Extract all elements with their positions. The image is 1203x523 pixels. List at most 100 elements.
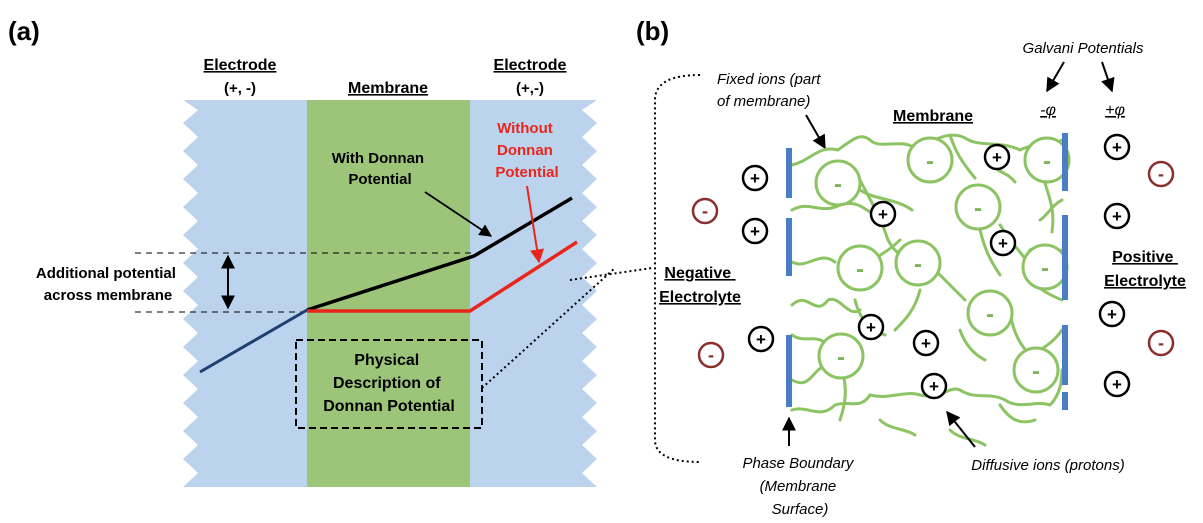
boundary-segment-left (786, 395, 792, 407)
proton-signs: + + + + + + + + + + + + + (750, 138, 1122, 396)
plus-icon: + (998, 234, 1008, 253)
fixed-anion (814, 159, 862, 207)
fixed-anion (894, 239, 942, 287)
additional-potential-label: Additional potential across membrane (36, 265, 180, 304)
panel-a: (a) Electrode (+, -) Membrane Electrode … (8, 16, 653, 487)
proton (983, 143, 1011, 171)
left-electrode-region (183, 100, 307, 487)
without-donnan-line (307, 240, 578, 313)
negative-electrolyte-label: Negative Electrolyte (659, 265, 741, 306)
minus-icon: - (1032, 358, 1040, 385)
fixed-anion (836, 244, 884, 292)
plus-icon: + (921, 334, 931, 353)
fixed-anion (1012, 346, 1060, 394)
minus-icon: - (834, 171, 842, 198)
minus-icon: - (926, 148, 934, 175)
panel-b-label: (b) (636, 16, 669, 46)
fixed-anion-signs: - - - - - - - - - - (834, 148, 1051, 385)
plus-icon: + (1112, 138, 1122, 157)
minus-icon: - (986, 301, 994, 328)
plus-icon: + (1112, 375, 1122, 394)
neg-phi-label: -φ (1040, 102, 1056, 119)
membrane-region (307, 100, 470, 487)
physical-description-label: Physical Description of Donnan Potential (323, 352, 455, 415)
plus-icon: + (750, 169, 760, 188)
right-electrode-title: Electrode (494, 57, 567, 74)
plus-icon: + (878, 205, 888, 224)
minus-icon: - (1158, 164, 1164, 184)
panel-a-label: (a) (8, 16, 40, 46)
fixed-anions (814, 136, 1071, 394)
fixed-anion (817, 332, 865, 380)
right-electrode-region (470, 100, 597, 487)
boundary-segment-right (1062, 133, 1068, 191)
fixed-anion (1023, 136, 1071, 184)
plus-icon: + (929, 377, 939, 396)
proton (912, 329, 940, 357)
plus-icon: + (866, 318, 876, 337)
membrane-title-b: Membrane (893, 108, 973, 125)
boundary-segment-left (786, 335, 792, 405)
plus-icon: + (750, 222, 760, 241)
electrode-potential-line (199, 308, 308, 374)
minus-icon: - (708, 345, 714, 365)
with-donnan-line (306, 196, 573, 312)
proton (747, 325, 775, 353)
panel-b: (b) Galvani Potentials -φ +φ Fixed ions … (636, 16, 1186, 518)
minus-icon: - (837, 344, 845, 371)
zoom-connector-upper (569, 267, 653, 281)
pos-phi-label: +φ (1105, 102, 1125, 119)
electrolyte-anion (1147, 160, 1175, 188)
proton (989, 229, 1017, 257)
fixed-ions-arrow (805, 114, 826, 150)
minus-icon: - (914, 251, 922, 278)
without-donnan-label: Without Donnan Potential (495, 120, 558, 181)
boundary-segment-right (1062, 392, 1068, 410)
with-donnan-arrow (424, 191, 493, 237)
proton (857, 313, 885, 341)
electrolyte-anion-signs: - - - - (702, 164, 1164, 365)
proton (1103, 370, 1131, 398)
galvani-arrow-pos (1101, 61, 1115, 93)
proton (1103, 202, 1131, 230)
boundary-segment-left (786, 218, 792, 276)
minus-icon: - (856, 256, 864, 283)
boundary-segment-right (1062, 325, 1068, 385)
diffusive-ions-arrow (946, 410, 976, 448)
plus-icon: + (756, 330, 766, 349)
proton (869, 200, 897, 228)
proton (1098, 300, 1126, 328)
proton (741, 164, 769, 192)
positive-electrolyte-label: Positive Electrolyte (1104, 249, 1186, 290)
plus-icon: + (1107, 305, 1117, 324)
minus-icon: - (1043, 148, 1051, 175)
proton (741, 217, 769, 245)
boundary-segment-left (786, 148, 792, 198)
proton (1103, 133, 1131, 161)
plus-icon: + (1112, 207, 1122, 226)
fixed-ions-label: Fixed ions (part of membrane) (717, 71, 825, 110)
minus-icon: - (1041, 255, 1049, 282)
proton (920, 372, 948, 400)
phase-boundaries (786, 133, 1068, 410)
left-electrode-title: Electrode (204, 57, 277, 74)
right-electrode-sign: (+,-) (516, 80, 544, 97)
electrolyte-anion (697, 341, 725, 369)
boundary-segment-right (1062, 215, 1068, 300)
minus-icon: - (974, 195, 982, 222)
without-donnan-arrow (526, 185, 544, 264)
membrane-title-a: Membrane (348, 80, 428, 97)
phase-boundary-label: Phase Boundary (Membrane Surface) (742, 455, 857, 518)
minus-icon: - (702, 201, 708, 221)
plus-icon: + (992, 148, 1002, 167)
minus-icon: - (1158, 333, 1164, 353)
electrolyte-anions (691, 160, 1175, 369)
protons (741, 133, 1131, 400)
fixed-anion (954, 183, 1002, 231)
electrolyte-anion (1147, 329, 1175, 357)
galvani-arrow-neg (1046, 61, 1065, 93)
electrolyte-anion (691, 197, 719, 225)
diffusive-ions-label: Diffusive ions (protons) (971, 457, 1124, 474)
galvani-label: Galvani Potentials (1023, 40, 1144, 57)
